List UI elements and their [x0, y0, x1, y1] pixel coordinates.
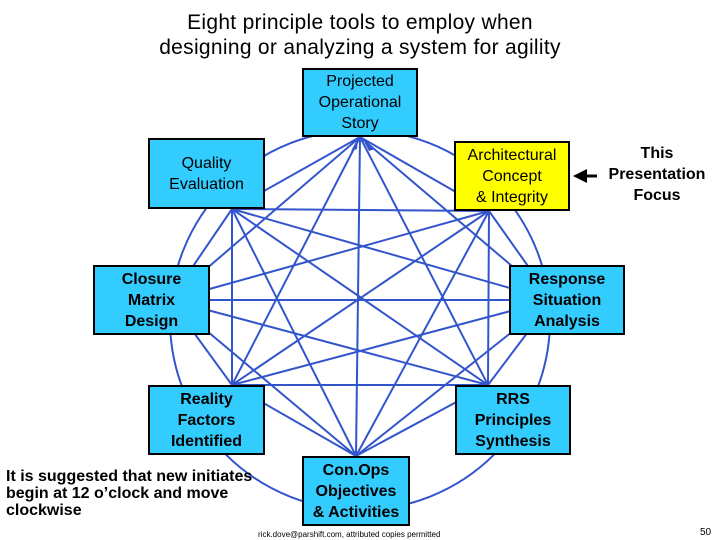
node-label-line: & Integrity: [475, 188, 548, 206]
node-label-line: Matrix: [127, 291, 176, 309]
connection-lines: [169, 136, 553, 457]
node-label-line: Objectives: [315, 482, 397, 500]
node-reality-factors-identified: Reality Factors Identified: [148, 385, 265, 455]
connection-line: [231, 208, 489, 386]
node-label-line: Situation: [532, 291, 602, 309]
node-label-line: Response: [528, 270, 606, 288]
node-rrs-principles-synthesis: RRS Principles Synthesis: [455, 385, 571, 455]
instruction-note: It is suggested that new initiates begin…: [6, 468, 253, 519]
node-label-line: Reality: [180, 390, 233, 408]
title-line-2: designing or analyzing a system for agil…: [159, 36, 561, 59]
node-label-line: Story: [341, 115, 379, 132]
connection-line: [231, 299, 553, 386]
arrowheads: [351, 138, 375, 151]
node-label-line: Principles: [474, 411, 552, 429]
arrowhead: [362, 138, 375, 151]
focus-label-line: Presentation: [608, 166, 706, 183]
focus-label-line: Focus: [633, 187, 681, 204]
connection-line: [231, 208, 357, 457]
node-projected-operational-story: Projected Operational Story: [302, 68, 418, 137]
node-label-line: Projected: [326, 73, 394, 90]
node-conops-objectives-activities: Con.Ops Objectives & Activities: [302, 456, 410, 526]
node-label-line: Operational: [318, 94, 402, 111]
node-response-situation-analysis: Response Situation Analysis: [509, 265, 625, 335]
node-closure-matrix-design: Closure Matrix Design: [93, 265, 210, 335]
node-label-line: Architectural: [467, 146, 557, 164]
node-label-line: & Activities: [312, 503, 400, 521]
node-label-line: Closure: [121, 270, 182, 288]
page-number: 50: [700, 527, 712, 538]
footer-attribution: rick.dove@parshift.com, attributed copie…: [258, 530, 441, 539]
node-architectural-concept-integrity: Architectural Concept & Integrity: [454, 141, 570, 211]
node-quality-evaluation: Quality Evaluation: [148, 138, 265, 209]
node-label-line: Identified: [170, 432, 243, 450]
node-label-line: RRS: [496, 390, 530, 408]
title-line-1: Eight principle tools to employ when: [187, 11, 533, 34]
connection-line: [231, 208, 553, 301]
focus-arrow: [573, 169, 597, 183]
arrowhead: [351, 138, 358, 151]
connection-line: [487, 210, 490, 386]
connection-line: [231, 136, 361, 386]
focus-arrow-head: [573, 169, 587, 183]
node-label-line: Concept: [482, 167, 542, 185]
presentation-focus-label: This Presentation Focus: [598, 143, 716, 206]
connection-line: [359, 136, 489, 386]
connection-line: [169, 210, 490, 301]
node-label-line: Analysis: [534, 312, 600, 330]
node-label-line: Synthesis: [475, 432, 551, 450]
node-label-line: Design: [124, 312, 179, 330]
focus-label-line: This: [640, 145, 674, 162]
connection-line: [169, 299, 489, 386]
node-label-line: Factors: [177, 411, 236, 429]
node-label-line: Con.Ops: [322, 461, 390, 479]
node-label-line: Evaluation: [169, 175, 244, 193]
diagram-title: Eight principle tools to employ when des…: [0, 10, 720, 60]
node-label-line: Quality: [181, 154, 232, 172]
connection-line: [231, 208, 490, 212]
